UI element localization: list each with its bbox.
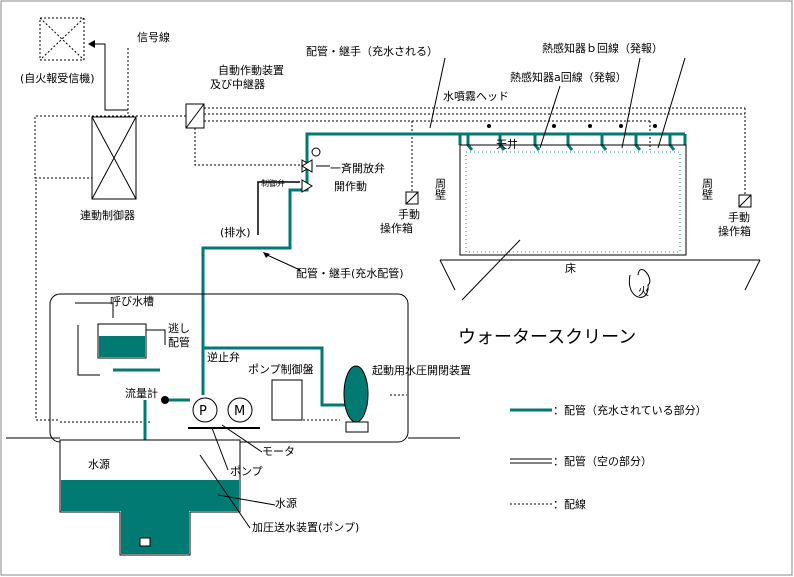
manual-left-line2: 操作箱 [380, 221, 413, 235]
pump-label: ポンプ [230, 465, 263, 478]
pump-panel-label: ポンプ制御盤 [248, 362, 314, 376]
fire-symbol [628, 269, 651, 298]
signal-line-label: 信号線 [137, 30, 170, 44]
fire-receiver-box [39, 17, 85, 61]
wall-right-label: 周壁 [701, 178, 714, 200]
legend: ：配管（充水されている部分） ：配管（空の部分） ：配線 [510, 403, 707, 511]
drain-label: (排水) [220, 225, 251, 239]
fire-label: 火 [638, 285, 649, 298]
flow-meter-label: 流量計 [125, 386, 158, 400]
valve-line2: 開作動 [334, 179, 367, 193]
sensor-a-label: 熱感知器a回線（発報） [510, 70, 627, 84]
spray-head-label: 水噴霧ヘッド [443, 90, 509, 103]
legend-label-empty: ：配管（空の部分） [553, 454, 652, 468]
water-screen-label: ウォータースクリーン [458, 327, 636, 348]
check-valve-label: 逆止弁 [207, 350, 240, 364]
floor-label: 床 [565, 261, 576, 275]
legend-label-wiring: ：配線 [553, 497, 586, 511]
auto-device-label: 自動作動装置 [218, 63, 284, 77]
ceiling-label: 天井 [496, 137, 518, 151]
motor-symbol-text: M [234, 404, 245, 419]
sensor-b-label: 熱感知器ｂ回線（発報） [542, 41, 663, 55]
fire-receiver-label: (自火報受信機) [20, 71, 95, 85]
pump-panel-box [271, 379, 303, 421]
motor-label: モータ [262, 445, 295, 458]
pump-symbol-text: P [199, 404, 207, 419]
motor-symbol [227, 397, 253, 423]
room-outline [459, 144, 687, 256]
water-screen-area [465, 151, 681, 253]
wall-left-label: 周壁 [434, 178, 447, 200]
water-source-label: 水源 [88, 457, 110, 471]
deluge-valve [301, 147, 321, 193]
pump-unit-label: 加圧送水装置(ポンプ) [252, 520, 359, 534]
relay-label: 及び中継器 [210, 77, 265, 91]
pipe-fill-label: 配管・継手(充水配管) [296, 266, 404, 280]
pressure-switch-label: 起動用水圧開閉装置 [372, 363, 471, 377]
manual-box-right [738, 194, 752, 208]
priming-tank-label: 呼び水槽 [110, 295, 154, 308]
pipe-charged-label: 配管・継手（充水される） [306, 44, 438, 58]
manual-right-line1: 手動 [728, 210, 750, 224]
valve-line1: 一斉開放弁 [330, 161, 385, 175]
manual-box-left [405, 191, 419, 205]
interlock-panel-label: 連動制御器 [80, 208, 135, 222]
heat-sensors [487, 124, 657, 128]
pressure-tank [343, 365, 369, 423]
pump-symbol [192, 397, 218, 423]
relief-pipe-line1: 逃し [168, 322, 190, 335]
legend-label-charged: ：配管（充水されている部分） [553, 403, 707, 417]
manual-right-line2: 操作箱 [718, 224, 751, 238]
relief-pipe-line2: 配管 [168, 335, 190, 349]
manual-left-line1: 手動 [398, 207, 420, 221]
priming-tank [97, 323, 147, 359]
water-source-label-2: 水源 [275, 496, 297, 510]
drain-valve-label: 制御弁 [261, 178, 285, 188]
